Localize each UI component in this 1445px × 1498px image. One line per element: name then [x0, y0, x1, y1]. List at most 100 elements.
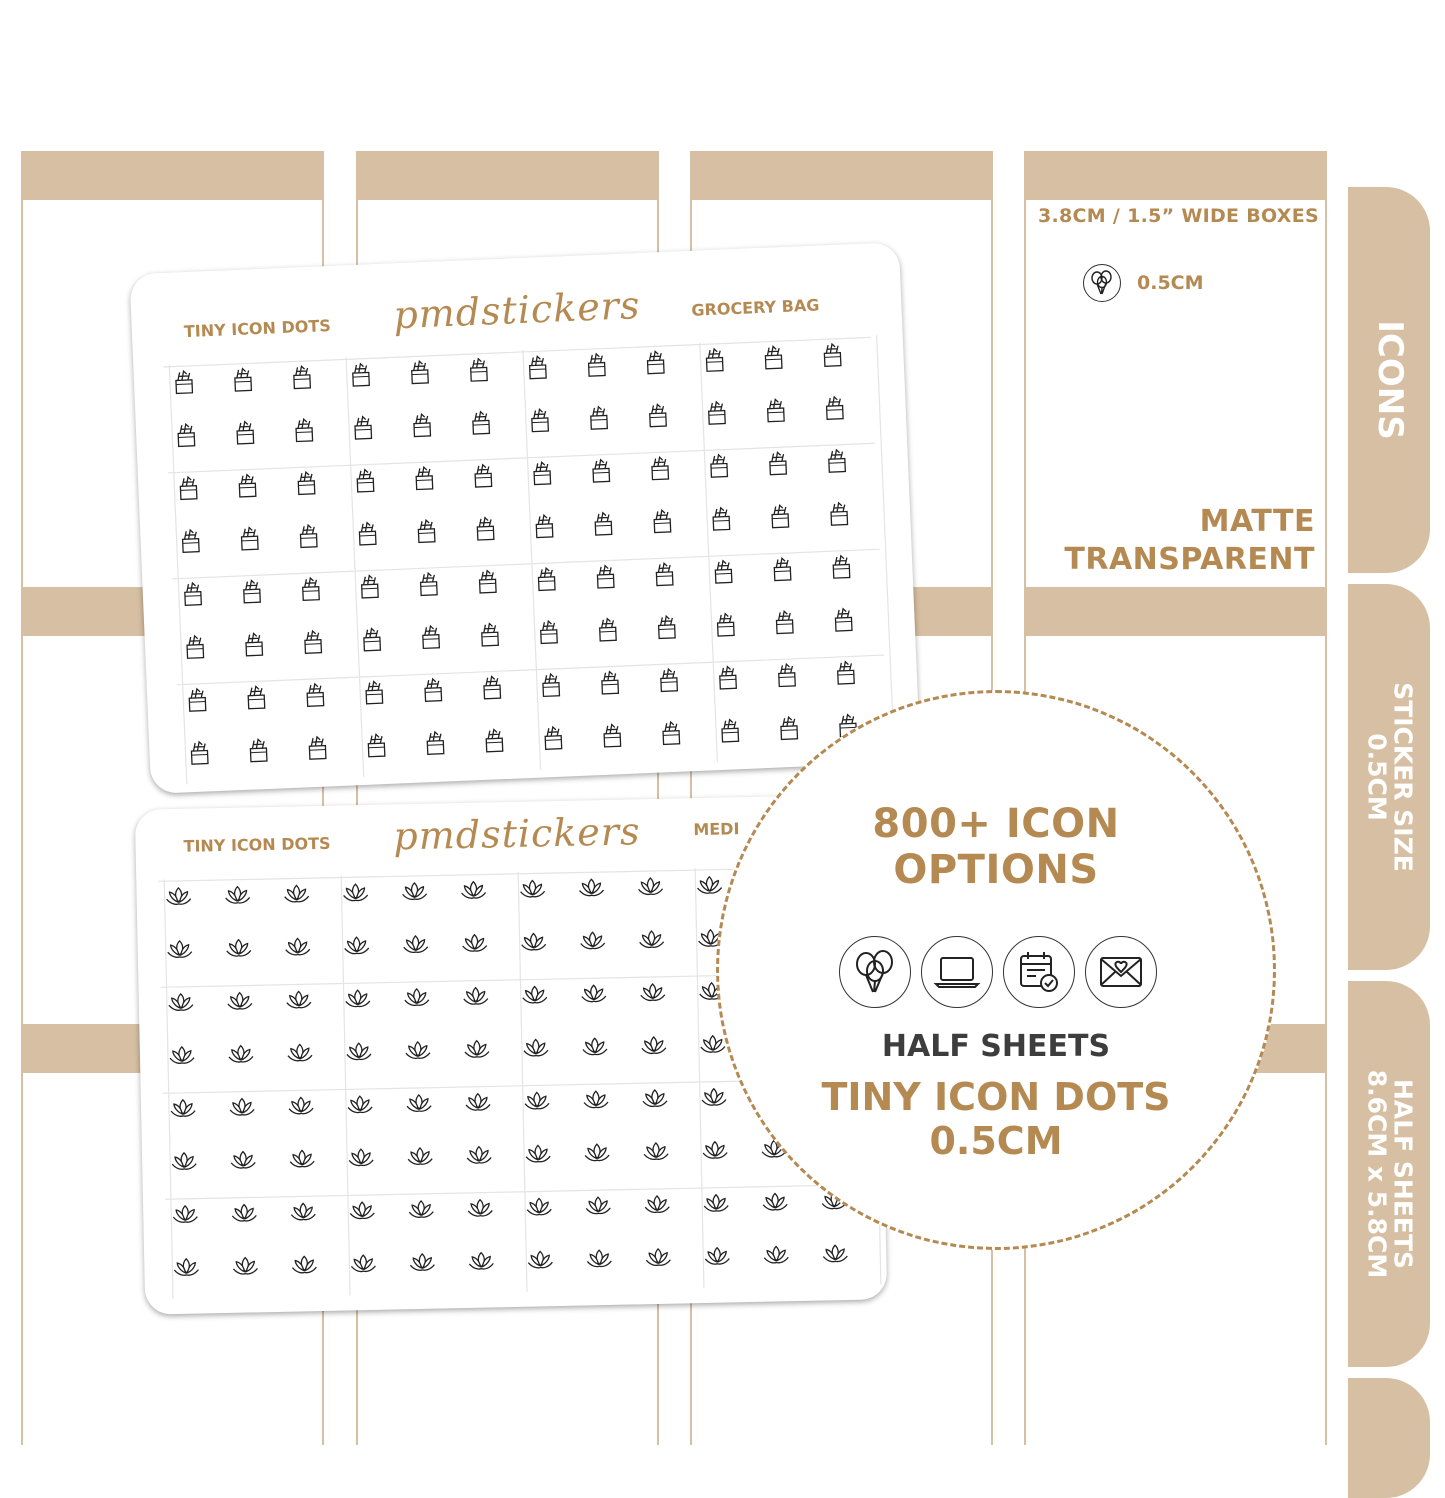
grid-line — [522, 349, 542, 774]
grocery-bag-icon — [653, 508, 672, 534]
grocery-bag-icon — [354, 415, 373, 440]
grid-line — [164, 1183, 873, 1200]
grocery-bag-icon — [710, 453, 729, 478]
grocery-bag-icon — [837, 660, 855, 685]
lotus-icon — [581, 984, 607, 1003]
tab-label-icons-text: ICONS — [1369, 320, 1410, 440]
lotus-icon — [579, 878, 605, 897]
lotus-icon — [703, 1193, 729, 1212]
grocery-bag-icon — [544, 725, 563, 751]
lotus-icon — [697, 875, 723, 894]
grocery-bag-icon — [470, 357, 488, 382]
lotus-icon — [586, 1249, 612, 1268]
brand-logo: pmdstickers — [392, 283, 642, 338]
badge-headline-line1: 800+ ICON — [872, 801, 1120, 847]
grocery-bag-icon — [540, 619, 558, 645]
lotus-icon — [407, 1147, 433, 1165]
lotus-icon — [640, 983, 666, 1002]
grid-line — [167, 1289, 876, 1300]
grocery-bag-icon — [649, 403, 667, 428]
grid-line — [345, 357, 365, 782]
lotus-icon — [408, 1199, 434, 1218]
grocery-bag-icon — [485, 728, 504, 753]
grocery-bag-icon — [828, 448, 847, 473]
lotus-icon — [523, 1038, 549, 1057]
grid-line — [168, 364, 188, 785]
icon-size-label: 0.5CM — [1137, 272, 1204, 294]
lotus-icon — [285, 937, 311, 956]
grid-line — [517, 871, 528, 1296]
grocery-bag-icon — [188, 687, 207, 712]
planner-header-band — [21, 151, 324, 200]
grocery-bag-icon — [179, 475, 198, 501]
lotus-icon — [405, 1041, 431, 1059]
badge-main-line1: TINY ICON DOTS — [821, 1075, 1171, 1119]
grocery-bag-icon — [598, 617, 617, 642]
calendar-check-icon — [1003, 936, 1075, 1008]
grocery-bag-icon — [236, 420, 255, 445]
lotus-icon — [291, 1255, 317, 1274]
lotus-icon — [701, 1087, 727, 1106]
lotus-icon — [580, 931, 606, 950]
lotus-icon — [468, 1251, 494, 1270]
lotus-icon — [172, 1204, 198, 1223]
grocery-bag-icon — [773, 556, 792, 582]
heart-envelope-icon — [1085, 936, 1157, 1008]
sheet-title: TINY ICON DOTS — [183, 315, 332, 342]
side-tab-partial[interactable] — [1348, 1378, 1430, 1498]
feature-badge: 800+ ICON OPTIONS HALF SHE — [716, 690, 1276, 1250]
lotus-icon — [232, 1256, 258, 1275]
lotus-icon — [169, 1045, 195, 1064]
brand-logo: pmdstickers — [392, 809, 641, 859]
lotus-icon — [583, 1090, 609, 1109]
lotus-icon — [467, 1198, 493, 1217]
grid-line — [176, 654, 885, 686]
lotus-icon — [350, 1254, 376, 1273]
grocery-bag-icon — [422, 624, 441, 650]
lotus-icon — [343, 883, 369, 902]
lotus-icon — [641, 1036, 667, 1055]
lotus-icon — [167, 939, 193, 958]
lotus-icon — [170, 1098, 196, 1117]
lotus-icon — [287, 1043, 313, 1062]
grocery-bag-icon — [825, 395, 844, 420]
badge-main-text: TINY ICON DOTS 0.5CM — [719, 1075, 1273, 1163]
lotus-icon — [466, 1145, 492, 1164]
laptop-icon — [921, 936, 993, 1008]
grocery-bag-icon — [474, 463, 493, 488]
grocery-bag-icon — [657, 614, 676, 640]
lotus-icon — [284, 884, 310, 903]
grocery-bag-icon — [535, 513, 554, 539]
lotus-icon — [762, 1192, 788, 1211]
lotus-icon — [168, 992, 194, 1011]
grocery-bag-icon — [528, 355, 547, 380]
lotus-icon — [522, 985, 548, 1004]
finish-label: MATTE TRANSPARENT — [1064, 503, 1315, 579]
grocery-bag-icon — [587, 352, 606, 377]
grocery-bag-icon — [766, 398, 785, 423]
tab-label-icons: ICONS — [1369, 320, 1410, 440]
side-tab-sticker-size[interactable]: STICKER SIZE 0.5CM — [1348, 584, 1430, 970]
grocery-bag-icon — [542, 672, 561, 698]
lotus-icon — [700, 1034, 726, 1053]
badge-subline: HALF SHEETS — [881, 1029, 1111, 1064]
grocery-bag-icon — [302, 576, 320, 602]
lotus-icon — [464, 1039, 490, 1058]
grocery-bag-icon — [478, 569, 497, 594]
lotus-icon — [344, 936, 370, 955]
grocery-bag-icon — [708, 400, 726, 425]
grocery-bag-icon — [646, 350, 665, 375]
balloons-icon — [839, 936, 911, 1008]
lotus-icon — [702, 1140, 728, 1159]
grocery-bag-icon — [417, 518, 436, 544]
grocery-bag-icon — [823, 342, 842, 367]
grocery-bag-icon — [240, 526, 259, 551]
side-tab-half-sheets[interactable]: HALF SHEETS 8.6CM x 5.8CM — [1348, 981, 1430, 1367]
grocery-bag-icon — [476, 516, 495, 541]
grocery-bag-icon — [660, 667, 679, 693]
side-tab-icons[interactable]: ICONS — [1348, 187, 1430, 573]
grocery-bag-icon — [358, 521, 377, 546]
grocery-bag-icon — [249, 738, 268, 763]
lotus-icon — [462, 933, 488, 952]
lotus-icon — [642, 1089, 668, 1108]
